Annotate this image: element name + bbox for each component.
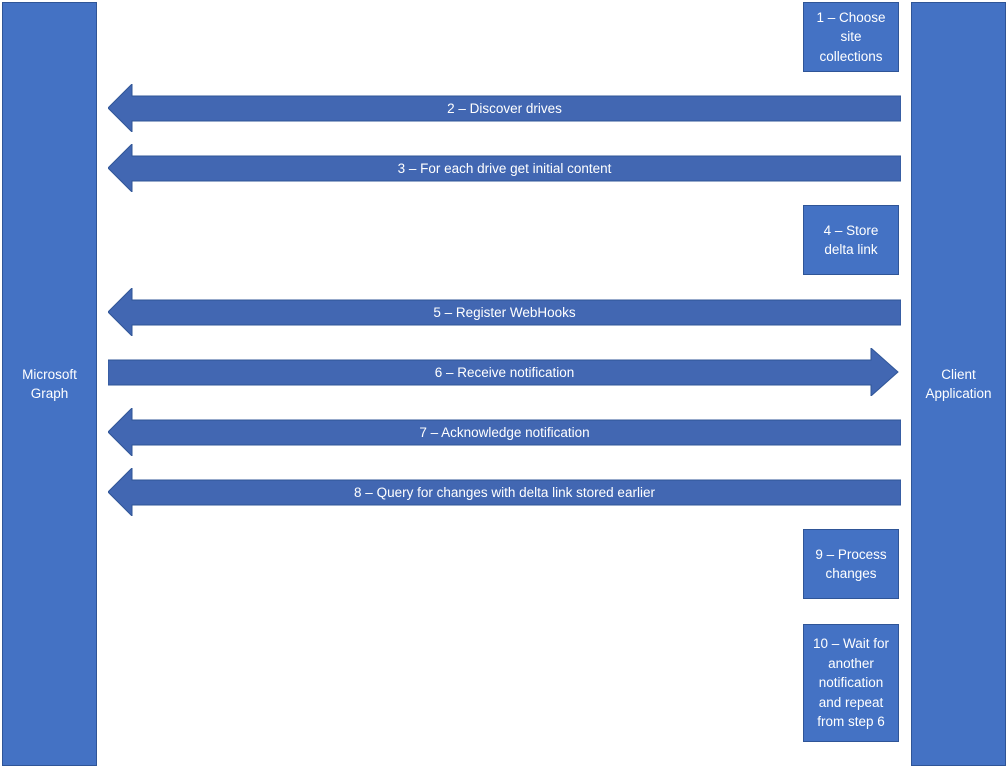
left-arrow-shape (108, 84, 901, 132)
left-arrow-shape (108, 468, 901, 516)
step-7-arrow: 7 – Acknowledge notification (108, 408, 901, 456)
step-2-label: 2 – Discover drives (447, 100, 562, 116)
step-2-arrow: 2 – Discover drives (108, 84, 901, 132)
step-5-arrow: 5 – Register WebHooks (108, 288, 901, 336)
left-arrow-shape (108, 408, 901, 456)
step-3-label: 3 – For each drive get initial content (397, 160, 612, 176)
step-7-label: 7 – Acknowledge notification (419, 424, 590, 440)
step-8-arrow: 8 – Query for changes with delta link st… (108, 468, 901, 516)
step-1-box: 1 – Choose site collections (803, 2, 899, 72)
microsoft-graph-lane: Microsoft Graph (2, 2, 97, 766)
left-arrow-shape (108, 144, 901, 192)
right-arrow-shape (108, 348, 899, 396)
step-8-label: 8 – Query for changes with delta link st… (354, 484, 655, 500)
step-6-label: 6 – Receive notification (434, 364, 575, 380)
step-3-arrow: 3 – For each drive get initial content (108, 144, 901, 192)
step-10-box: 10 – Wait for another notification and r… (803, 624, 899, 742)
client-application-lane: Client Application (911, 2, 1006, 766)
step-9-box: 9 – Process changes (803, 529, 899, 599)
step-6-arrow: 6 – Receive notification (108, 348, 901, 396)
step-4-box: 4 – Store delta link (803, 205, 899, 275)
step-5-label: 5 – Register WebHooks (433, 304, 576, 320)
left-arrow-shape (108, 288, 901, 336)
